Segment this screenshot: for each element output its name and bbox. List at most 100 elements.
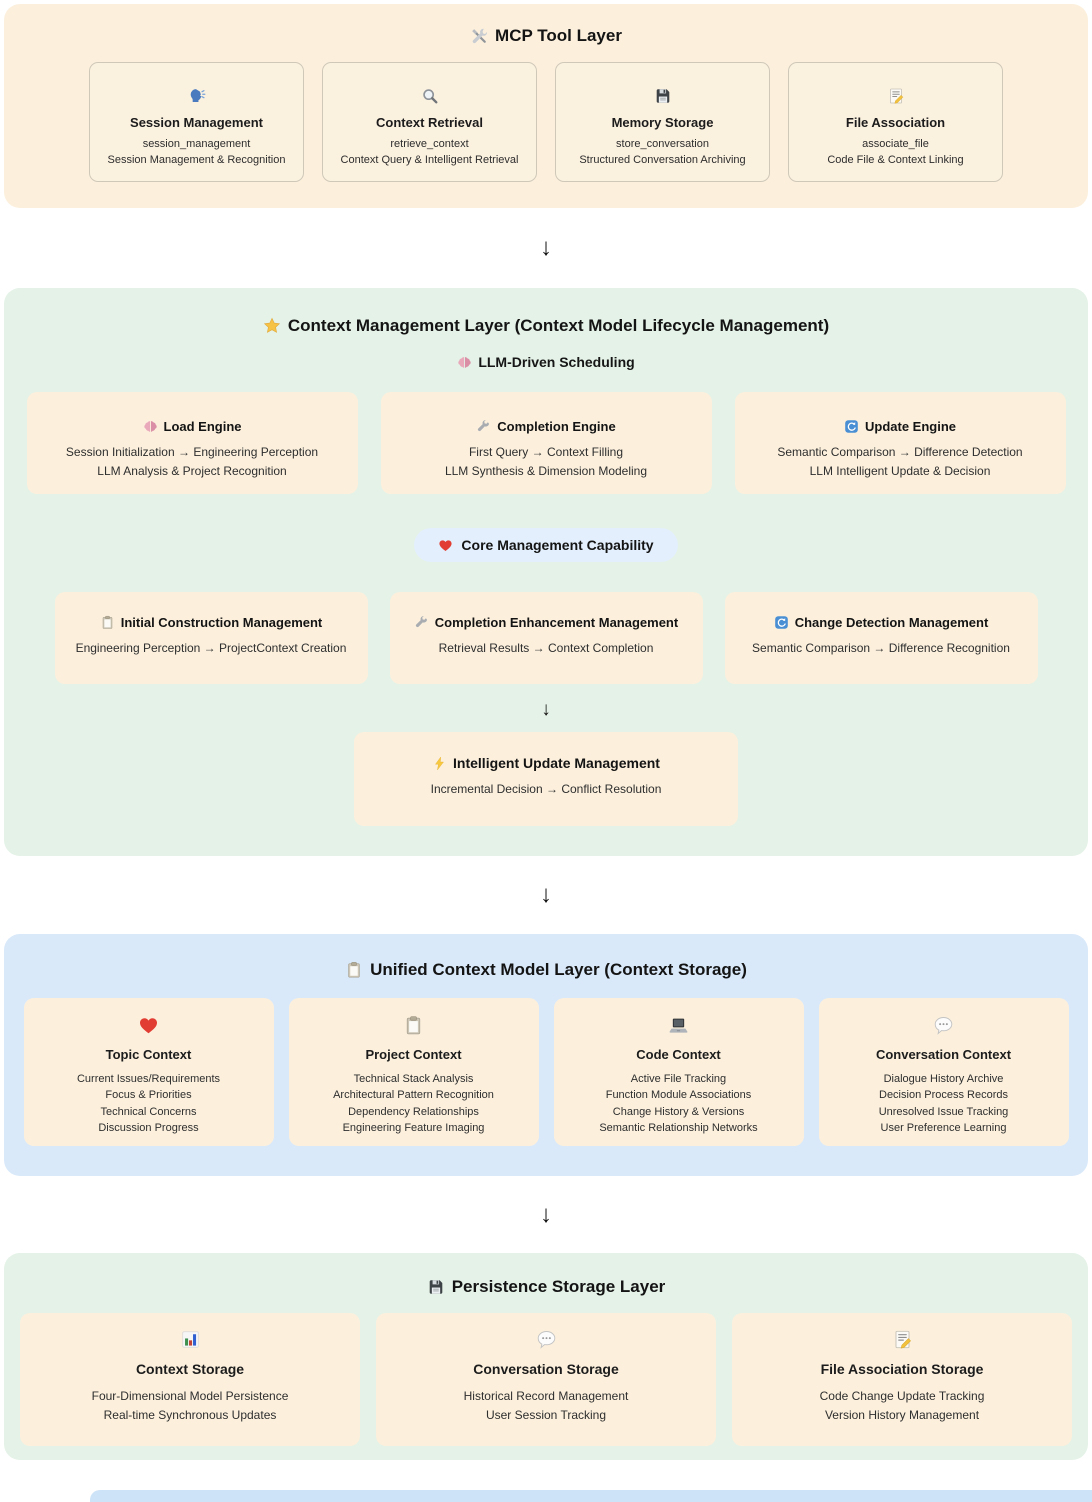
engine-card-row: Load Engine Session Initialization → Eng… bbox=[4, 392, 1088, 494]
floppy-disk-icon bbox=[427, 1278, 445, 1296]
model-card-title: Code Context bbox=[636, 1047, 721, 1062]
mgmt-card-title: Change Detection Management bbox=[794, 615, 989, 630]
engine-card-head: Completion Engine bbox=[476, 419, 616, 434]
upd-card-line: Incremental Decision → Conflict Resoluti… bbox=[430, 782, 662, 796]
persistence-layer-title: Persistence Storage Layer bbox=[4, 1277, 1088, 1297]
engine-card-head: Update Engine bbox=[844, 419, 956, 434]
model-card-items: Active File Tracking Function Module Ass… bbox=[599, 1071, 757, 1136]
topic-context-card: Topic Context Current Issues/Requirement… bbox=[23, 998, 274, 1146]
model-card-item: User Preference Learning bbox=[880, 1121, 1007, 1134]
mgmt-card-line: Engineering Perception → ProjectContext … bbox=[75, 641, 347, 655]
bar-chart-icon bbox=[180, 1329, 201, 1350]
model-card-item: Discussion Progress bbox=[98, 1121, 199, 1134]
mgmt-card-head: Initial Construction Management bbox=[100, 615, 322, 630]
tool-card-function-name: retrieve_context bbox=[390, 138, 469, 150]
model-card-item: Architectural Pattern Recognition bbox=[333, 1089, 494, 1102]
update-engine-card: Update Engine Semantic Comparison → Diff… bbox=[734, 392, 1066, 494]
persist-card-line: Real-time Synchronous Updates bbox=[103, 1407, 277, 1422]
engine-card-line: LLM Intelligent Update & Decision bbox=[809, 463, 991, 478]
code-context-card: Code Context Active File Tracking Functi… bbox=[553, 998, 804, 1146]
management-card-row: Initial Construction Management Engineer… bbox=[4, 592, 1088, 684]
heart-icon bbox=[138, 1015, 159, 1036]
context-storage-card: Context Storage Four-Dimensional Model P… bbox=[20, 1313, 360, 1446]
unified-model-layer-title-text: Unified Context Model Layer (Context Sto… bbox=[370, 960, 747, 979]
engine-card-title: Update Engine bbox=[864, 419, 956, 434]
file-association-storage-card: File Association Storage Code Change Upd… bbox=[732, 1313, 1072, 1446]
engine-card-line: LLM Analysis & Project Recognition bbox=[97, 463, 287, 478]
down-arrow-1: ↓ bbox=[540, 234, 552, 261]
down-arrow-3: ↓ bbox=[540, 1200, 552, 1228]
model-card-items: Dialogue History Archive Decision Proces… bbox=[879, 1071, 1009, 1136]
laptop-icon bbox=[668, 1015, 689, 1036]
model-card-item: Current Issues/Requirements bbox=[76, 1073, 221, 1085]
engine-card-body: First Query → Context Filling LLM Synthe… bbox=[445, 443, 647, 480]
project-context-card: Project Context Technical Stack Analysis… bbox=[288, 998, 539, 1146]
llm-driven-scheduling-subtitle: LLM-Driven Scheduling bbox=[4, 354, 1088, 370]
memo-pencil-icon bbox=[892, 1329, 913, 1350]
completion-enhancement-management-card: Completion Enhancement Management Retrie… bbox=[389, 592, 703, 684]
model-card-item: Function Module Associations bbox=[605, 1089, 752, 1102]
clipboard-icon bbox=[345, 961, 363, 979]
persist-card-line: User Session Tracking bbox=[485, 1407, 607, 1422]
magnifier-icon bbox=[421, 87, 439, 105]
star-icon bbox=[263, 317, 281, 335]
tool-card-title: Session Management bbox=[130, 115, 263, 130]
tool-card-description: Code File & Context Linking bbox=[827, 154, 964, 166]
speech-balloon-icon bbox=[536, 1329, 557, 1350]
engine-card-title: Completion Engine bbox=[497, 419, 616, 434]
completion-engine-card: Completion Engine First Query → Context … bbox=[380, 392, 712, 494]
tool-card-function-name: store_conversation bbox=[616, 138, 709, 150]
conversation-context-card: Conversation Context Dialogue History Ar… bbox=[818, 998, 1069, 1146]
engine-card-body: Semantic Comparison → Difference Detecti… bbox=[777, 443, 1022, 480]
intelligent-update-row: Intelligent Update Management Incrementa… bbox=[4, 732, 1088, 826]
model-card-item: Technical Stack Analysis bbox=[353, 1073, 474, 1085]
core-management-capability-label: Core Management Capability bbox=[461, 537, 654, 553]
mgmt-card-line: Semantic Comparison → Difference Recogni… bbox=[752, 641, 1010, 655]
persist-card-line: Code Change Update Tracking bbox=[819, 1389, 985, 1403]
mcp-layer-title-text: MCP Tool Layer bbox=[495, 26, 622, 45]
model-card-item: Unresolved Issue Tracking bbox=[878, 1105, 1009, 1118]
down-arrow-inner: ↓ bbox=[541, 699, 551, 720]
cropped-next-section-bar bbox=[90, 1490, 1092, 1502]
heart-icon bbox=[438, 538, 453, 553]
initial-construction-management-card: Initial Construction Management Engineer… bbox=[54, 592, 368, 684]
mcp-tool-layer-section: MCP Tool Layer Session Management sessio… bbox=[4, 4, 1088, 208]
model-card-item: Dependency Relationships bbox=[348, 1105, 479, 1118]
speaking-head-icon bbox=[188, 87, 206, 105]
conversation-storage-card: Conversation Storage Historical Record M… bbox=[376, 1313, 716, 1446]
tool-card-file-association: File Association associate_file Code Fil… bbox=[788, 62, 1003, 182]
context-management-layer-title: Context Management Layer (Context Model … bbox=[4, 316, 1088, 336]
model-card-item: Technical Concerns bbox=[100, 1105, 197, 1118]
upd-card-head: Intelligent Update Management bbox=[432, 755, 660, 771]
persist-card-title: Context Storage bbox=[135, 1361, 245, 1377]
brain-icon bbox=[457, 355, 472, 370]
persist-card-line: Four-Dimensional Model Persistence bbox=[91, 1389, 289, 1403]
engine-card-line: First Query → Context Filling bbox=[468, 445, 624, 459]
lightning-icon bbox=[432, 755, 447, 771]
tool-card-context-retrieval: Context Retrieval retrieve_context Conte… bbox=[322, 62, 537, 182]
model-card-item: Decision Process Records bbox=[879, 1089, 1008, 1102]
model-card-item: Change History & Versions bbox=[612, 1105, 745, 1118]
model-card-title: Project Context bbox=[365, 1047, 462, 1062]
brain-icon bbox=[143, 419, 158, 434]
down-arrow-2: ↓ bbox=[540, 881, 552, 908]
model-card-title: Topic Context bbox=[105, 1047, 192, 1062]
update-arrows-icon bbox=[774, 615, 789, 630]
tool-card-function-name: associate_file bbox=[862, 138, 929, 150]
mgmt-card-head: Change Detection Management bbox=[774, 615, 989, 630]
clipboard-icon bbox=[100, 615, 115, 630]
engine-card-line: LLM Synthesis & Dimension Modeling bbox=[444, 463, 648, 478]
engine-card-line: Semantic Comparison → Difference Detecti… bbox=[777, 445, 1023, 459]
core-management-capability-pill: Core Management Capability bbox=[414, 528, 678, 562]
context-management-layer-title-text: Context Management Layer (Context Model … bbox=[287, 316, 830, 335]
tool-card-function-name: session_management bbox=[142, 138, 251, 150]
context-management-layer-section: Context Management Layer (Context Model … bbox=[4, 288, 1088, 856]
hammer-wrench-icon bbox=[470, 27, 488, 45]
persist-card-title: Conversation Storage bbox=[473, 1361, 619, 1377]
floppy-disk-icon bbox=[654, 87, 672, 105]
upd-card-title: Intelligent Update Management bbox=[453, 755, 660, 771]
tool-card-title: Memory Storage bbox=[611, 115, 714, 130]
mcp-card-row: Session Management session_management Se… bbox=[4, 62, 1088, 182]
model-card-item: Focus & Priorities bbox=[105, 1089, 192, 1102]
model-card-item: Active File Tracking bbox=[630, 1073, 727, 1085]
